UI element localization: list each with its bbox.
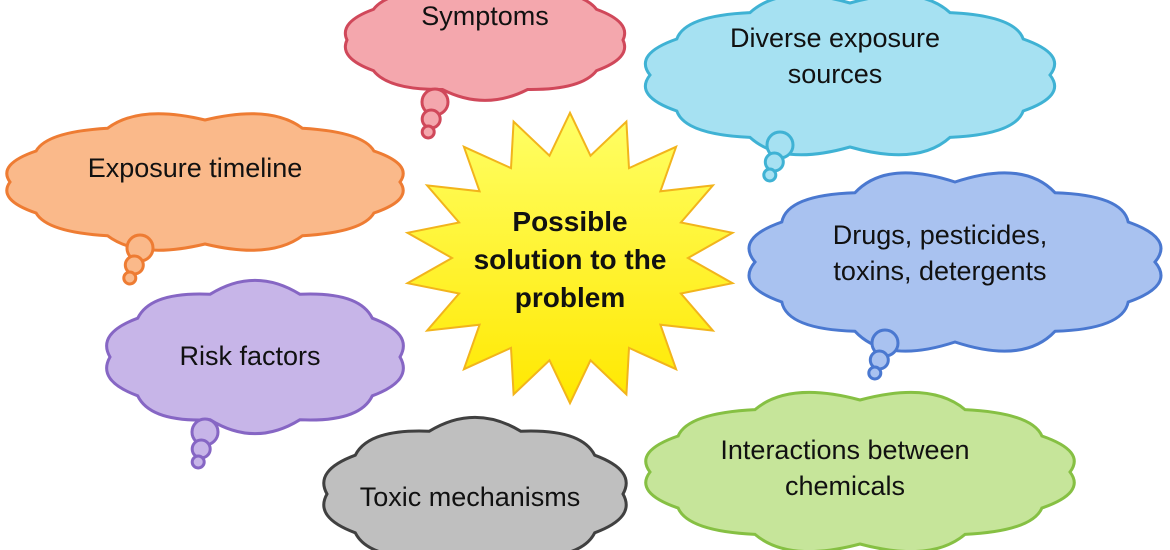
exposure-timeline-cloud (5, 112, 405, 286)
symptoms-cloud-shape (343, 0, 627, 102)
symptoms-tail-bubble (420, 124, 436, 140)
drugs-pesticides-tail-bubble (867, 365, 883, 381)
symptoms-cloud (343, 0, 627, 140)
center-starburst (404, 110, 736, 406)
risk-factors-label: Risk factors (179, 341, 321, 371)
toxic-mechanisms-cloud-shape (322, 415, 628, 550)
diverse-exposure-sources-cloud (643, 0, 1057, 183)
drugs-pesticides-label: Drugs, pesticides, toxins, detergents (832, 220, 1048, 286)
toxic-mechanisms-label: Toxic mechanisms (359, 482, 581, 512)
diverse-exposure-sources-label: Diverse exposure sources (729, 23, 941, 89)
drugs-pesticides-cloud-shape (747, 171, 1163, 353)
exposure-timeline-cloud-shape (5, 112, 405, 252)
risk-factors-cloud (105, 278, 405, 470)
risk-factors-cloud-shape (105, 278, 405, 436)
interactions-cloud-shape (644, 390, 1076, 550)
symptoms-label: Symptoms (421, 1, 549, 31)
center-label: Possible solution to the problem (473, 206, 667, 313)
risk-factors-tail-bubble (190, 454, 206, 470)
drugs-pesticides-cloud (747, 171, 1163, 381)
interactions-cloud (644, 390, 1076, 550)
exposure-timeline-label: Exposure timeline (87, 153, 303, 183)
toxic-mechanisms-cloud (322, 415, 628, 550)
diverse-exposure-sources-tail-bubble (762, 167, 778, 183)
diverse-exposure-sources-cloud-shape (643, 0, 1057, 157)
exposure-timeline-tail-bubble (122, 270, 138, 286)
interactions-label: Interactions between chemicals (720, 435, 970, 501)
